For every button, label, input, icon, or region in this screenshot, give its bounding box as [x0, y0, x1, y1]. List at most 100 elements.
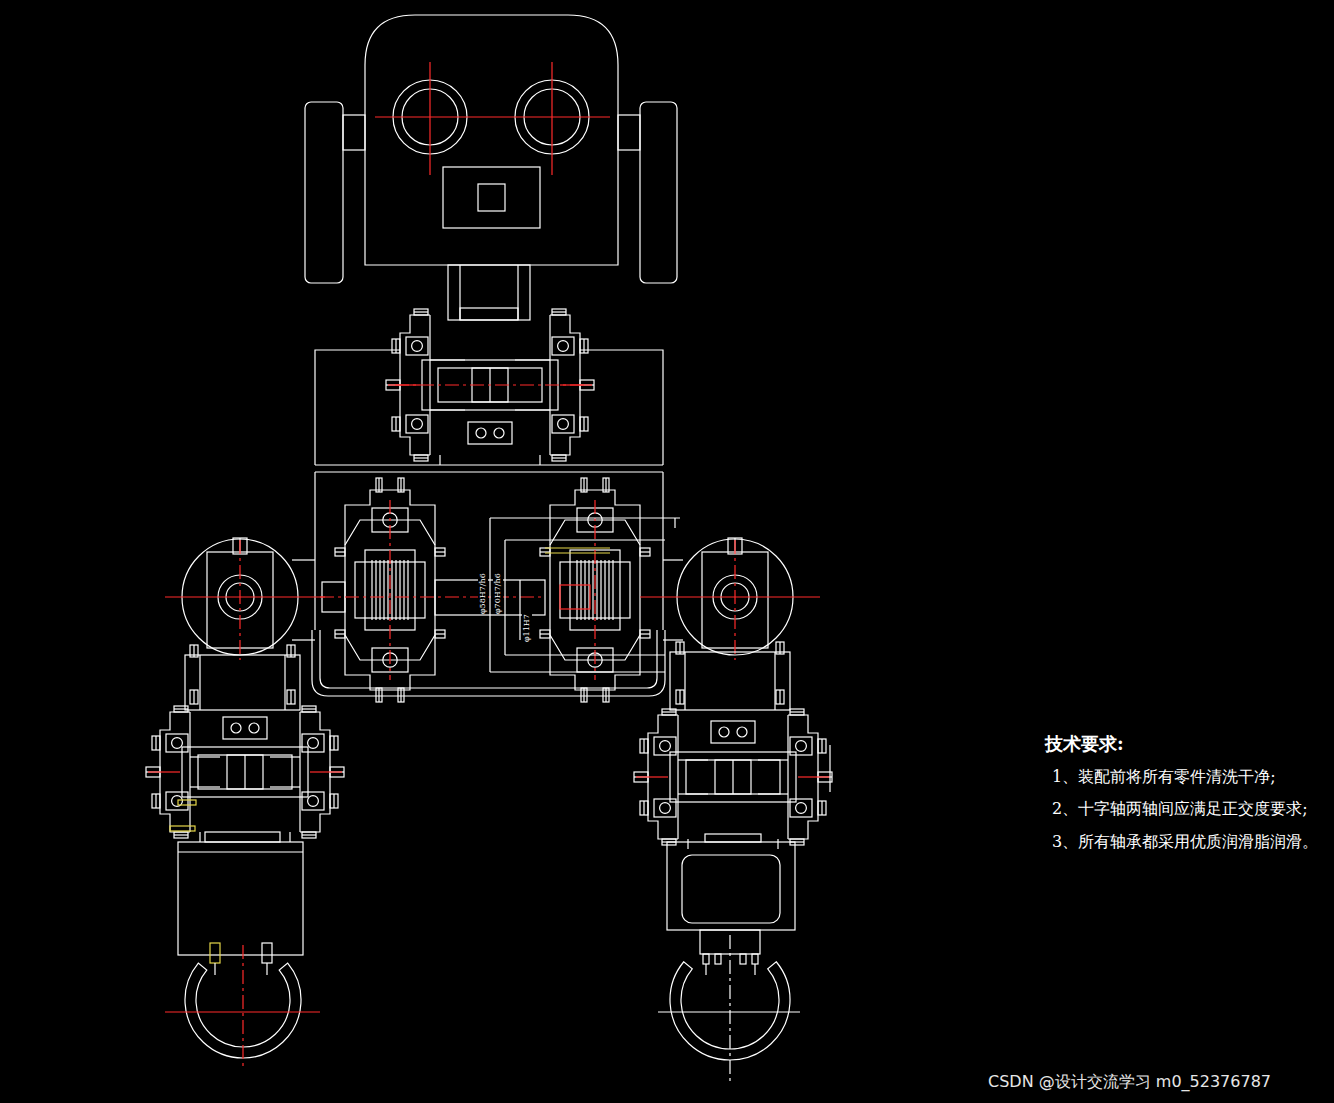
center-line	[658, 1011, 800, 1012]
gear-tooth	[580, 560, 581, 620]
bolt-hole	[476, 428, 486, 438]
shoulder-link	[292, 639, 315, 640]
bolt-box	[711, 721, 755, 743]
bearing-ball	[796, 741, 807, 752]
neck	[448, 265, 530, 320]
torso	[315, 350, 400, 465]
bearing-ball	[172, 738, 183, 749]
bolt-symbol	[330, 794, 338, 808]
bolt-symbol	[776, 690, 784, 704]
dimension-line	[504, 540, 505, 655]
bolt-axis	[552, 311, 566, 312]
bearing-symbol	[302, 792, 324, 810]
shaft-arm	[678, 793, 708, 794]
head	[365, 15, 618, 265]
dimension-text: φ11H7	[522, 614, 532, 642]
bolt-symbol	[414, 309, 428, 315]
dimension-line	[489, 518, 490, 672]
bolt-box	[468, 422, 512, 444]
ear-link	[618, 115, 640, 150]
watermark: CSDN @设计交流学习 m0_52376787	[988, 1072, 1271, 1091]
bolt-symbol	[580, 339, 588, 353]
bolt-symbol	[581, 688, 587, 702]
center-line	[375, 116, 610, 117]
bolt-symbol	[580, 417, 588, 431]
gripper-stem	[214, 963, 215, 975]
stud	[289, 832, 290, 842]
bolt-axis	[155, 736, 156, 750]
bolt-symbol	[603, 688, 609, 702]
shaft-coupling	[244, 755, 245, 789]
bolt-symbol	[790, 709, 804, 715]
shaft-arm	[270, 786, 300, 787]
bolt-axis	[302, 834, 316, 835]
bolt-symbol	[552, 309, 566, 315]
bolt-symbol	[676, 642, 684, 654]
bearing-symbol	[406, 337, 428, 355]
gear-tooth	[403, 560, 404, 620]
bolt-hole	[737, 727, 747, 737]
bolt-symbol	[662, 709, 676, 715]
bolt-axis	[414, 311, 428, 312]
bolt-symbol	[414, 455, 428, 461]
key-mark	[170, 826, 195, 831]
gear-tooth	[371, 560, 372, 620]
bolt-axis	[552, 457, 566, 458]
bearing-symbol	[552, 337, 574, 355]
stud	[539, 455, 540, 465]
bolt-symbol	[210, 943, 220, 963]
bolt-hole	[231, 723, 241, 733]
center-line	[636, 776, 668, 777]
bolt-symbol	[287, 690, 295, 704]
gearbox-housing	[550, 490, 640, 690]
shaft-arm	[515, 409, 550, 410]
bolt-axis	[290, 690, 291, 704]
bolt-symbol	[174, 706, 188, 712]
bolt-axis	[679, 690, 680, 704]
shoulder-link	[663, 559, 683, 560]
dimension-text: φ70H7/h6	[493, 573, 503, 614]
key-mark	[545, 552, 610, 553]
bolt-axis	[335, 633, 345, 634]
bolt-axis	[640, 633, 650, 634]
shaft-arm	[190, 786, 220, 787]
bolt-symbol	[330, 736, 338, 750]
bolt-axis	[540, 633, 550, 634]
center-line	[242, 945, 243, 1070]
gear-tooth	[395, 560, 396, 620]
bolt-axis	[193, 690, 194, 704]
torso	[314, 472, 315, 630]
torso	[662, 472, 663, 630]
bolt-axis	[605, 478, 606, 492]
arm-block	[178, 842, 303, 955]
bolt-axis	[790, 711, 804, 712]
bolt-axis	[662, 711, 676, 712]
arm-bracket	[670, 652, 790, 710]
gearbox-housing	[345, 490, 435, 690]
center-line	[148, 771, 180, 772]
gear-tooth	[604, 560, 605, 620]
shaft-arm	[430, 359, 465, 360]
bolt-symbol	[776, 642, 784, 654]
bolt-axis	[435, 551, 445, 552]
bolt-axis	[821, 801, 822, 815]
bolt-axis	[378, 478, 379, 492]
bolt-axis	[643, 739, 644, 753]
bearing-symbol	[302, 734, 324, 752]
bolt-symbol	[335, 548, 345, 556]
bolt-symbol	[152, 794, 160, 808]
shaft-arm	[758, 793, 788, 794]
note-heading: 技术要求:	[1045, 733, 1124, 755]
bolt-axis	[335, 551, 345, 552]
gripper-tooth	[703, 954, 709, 964]
bolt-symbol	[540, 548, 550, 556]
bearing-ball	[412, 419, 423, 430]
stud	[439, 455, 440, 465]
bolt-symbol	[152, 736, 160, 750]
center-line	[310, 771, 342, 772]
bearing-symbol	[166, 792, 188, 810]
arm-block-inner	[682, 855, 780, 923]
shaft-coupling	[227, 755, 263, 789]
bolt-symbol	[640, 630, 650, 638]
bolt-axis	[378, 688, 379, 702]
